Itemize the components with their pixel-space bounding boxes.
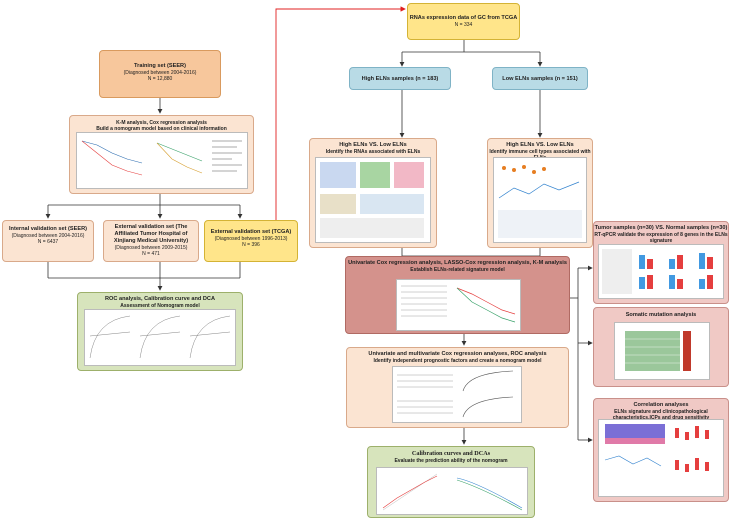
roc-plot-thumbnail [89, 315, 231, 359]
rna-data-sub: N = 334 [454, 21, 473, 28]
tumor-normal-node: Tumor samples (n=30) VS. Normal samples … [593, 221, 729, 304]
correlation-plot-panel [598, 419, 724, 497]
cox-lasso-node: Univariate Cox regression analysis, LASS… [345, 256, 570, 334]
tumor-normal-plot-panel [598, 244, 724, 299]
immune-plot-panel [493, 157, 587, 243]
external-val1-title: External validation set (The Affiliated … [113, 224, 189, 244]
roc-plot-panel [84, 309, 236, 366]
low-elns-samples-node: Low ELNs samples (n = 151) [492, 67, 588, 90]
km-line2: Build a nomogram model based on clinical… [96, 126, 227, 133]
internal-validation-node: Internal validation set (SEER) (Diagnose… [2, 220, 94, 262]
training-title: Training set (SEER) [134, 63, 186, 69]
external-val2-line2: N = 396 [242, 242, 260, 249]
rna-data-title: RNAs expression data of GC from TCGA [409, 15, 518, 21]
rna-plot-thumbnail [320, 162, 424, 238]
high-low-immune-title: High ELNs VS. Low ELNs [506, 142, 574, 148]
cox-lasso-plot-panel [396, 279, 521, 331]
high-low-immune-node: High ELNs VS. Low ELNs Identify immune c… [487, 138, 593, 248]
correlation-node: Correlation analyses ELNs signature and … [593, 398, 729, 502]
roc-title: ROC analysis, Calibration curve and DCA [104, 296, 216, 302]
correlation-plot-thumbnail [604, 424, 709, 472]
multivariate-cox-node: Univariate and multivariate Cox regressi… [346, 347, 569, 428]
internal-val-line1: (Diagnosed between 2004-2016) [11, 232, 85, 239]
tumor-normal-sub: RT-qPCR validate the expression of 8 gen… [594, 231, 728, 245]
external-val1-line2: N = 471 [142, 251, 160, 258]
external-validation-xinjiang-node: External validation set (The Affiliated … [103, 220, 199, 262]
km-analysis-node: K-M analysis, Cox regression analysis Bu… [69, 115, 254, 194]
correlation-sub: ELNs signature and clinicopathological c… [613, 408, 709, 421]
calibration-plot-panel [376, 467, 528, 515]
calibration-title: Calibration curves and DCAs [411, 450, 491, 457]
tumor-normal-title: Tumor samples (n=30) VS. Normal samples … [594, 225, 728, 231]
km-line1: K-M analysis, Cox regression analysis [116, 120, 207, 126]
multivariate-plot-panel [392, 366, 522, 423]
cox-lasso-sub: Establish ELNs-related signature model [410, 266, 505, 273]
training-set-node: Training set (SEER) (Diagnosed between 2… [99, 50, 221, 98]
cox-lasso-title: Univariate Cox regression analysis, LASS… [348, 260, 567, 266]
multivariate-title: Univariate and multivariate Cox regressi… [368, 351, 547, 357]
immune-plot-thumbnail [498, 165, 582, 238]
internal-val-line2: N = 6437 [37, 239, 59, 246]
somatic-title: Somatic mutation analysis [625, 312, 697, 318]
rna-plot-panel [315, 157, 431, 243]
calibration-plot-thumbnail [382, 473, 523, 511]
internal-val-title: Internal validation set (SEER) [8, 226, 88, 232]
training-line2: N = 12,880 [147, 76, 173, 83]
somatic-mutation-node: Somatic mutation analysis [593, 307, 729, 387]
correlation-title: Correlation analyses [633, 402, 689, 408]
low-samples-title: Low ELNs samples (n = 151) [502, 76, 578, 82]
external-val2-line1: (Diagnosed between 1996-2013) [214, 235, 288, 242]
external-val1-line1: (Diagnosed between 2009-2015) [114, 244, 188, 251]
km-plot-panel [76, 132, 248, 189]
somatic-plot-panel [614, 322, 710, 380]
somatic-plot-thumbnail [625, 331, 691, 371]
high-elns-samples-node: High ELNs samples (n = 183) [349, 67, 451, 90]
km-plot-thumbnail [81, 140, 242, 176]
external-val2-title: External validation set (TCGA) [210, 229, 292, 235]
calibration-sub: Evaluate the prediction ability of the n… [394, 457, 508, 464]
multivariate-plot-thumbnail [397, 370, 514, 418]
roc-analysis-node: ROC analysis, Calibration curve and DCA … [77, 292, 243, 371]
cox-lasso-plot-thumbnail [401, 285, 516, 323]
high-samples-title: High ELNs samples (n = 183) [361, 76, 439, 82]
high-low-rna-sub: Identify the RNAs associated with ELNs [325, 148, 421, 155]
tumor-normal-plot-thumbnail [602, 249, 713, 294]
calibration-node: Calibration curves and DCAs Evaluate the… [367, 446, 535, 518]
high-low-rna-node: High ELNs VS. Low ELNs Identify the RNAs… [309, 138, 437, 248]
training-line1: (Diagnosed between 2004-2016) [123, 69, 197, 76]
high-low-rna-title: High ELNs VS. Low ELNs [339, 142, 407, 148]
multivariate-sub: Identify independent prognostic factors … [373, 357, 542, 364]
external-validation-tcga-node: External validation set (TCGA) (Diagnose… [204, 220, 298, 262]
roc-sub: Assessment of Nomogram model [120, 302, 200, 309]
rna-data-node: RNAs expression data of GC from TCGA N =… [407, 3, 520, 40]
